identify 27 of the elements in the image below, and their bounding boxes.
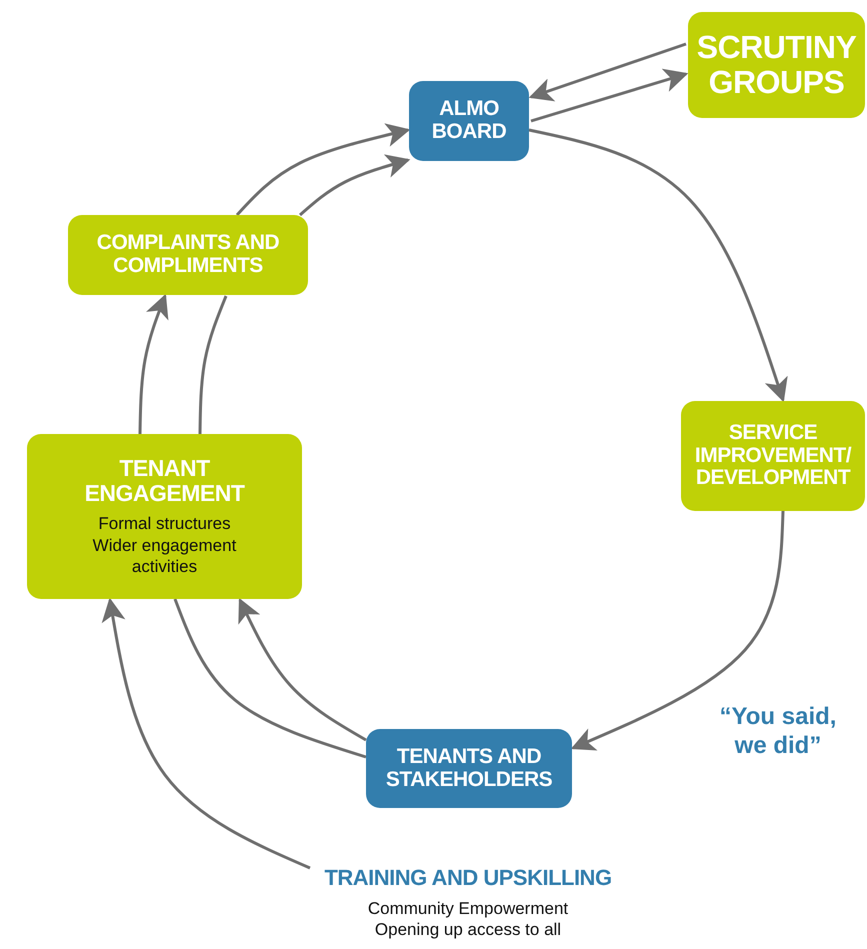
arrow xyxy=(236,123,410,216)
node-title: TENANTS AND STAKEHOLDERS xyxy=(384,746,554,792)
node-title: TENANT ENGAGEMENT xyxy=(84,456,246,506)
node-title: COMPLAINTS AND COMPLIMENTS xyxy=(96,232,280,278)
node-title: TRAINING AND UPSKILLING xyxy=(324,866,612,890)
arrow xyxy=(528,42,686,102)
arrow xyxy=(530,68,688,122)
node-title: SCRUTINY GROUPS xyxy=(696,30,856,100)
arrow xyxy=(238,598,367,742)
connector-line xyxy=(198,295,228,434)
process-box xyxy=(409,81,529,161)
arrow xyxy=(138,294,168,434)
node-title: ALMO BOARD xyxy=(430,98,508,144)
arrow xyxy=(570,510,784,751)
node-description: Community Empowerment Opening up access to all xyxy=(366,898,570,940)
arrow xyxy=(299,154,410,216)
process-box xyxy=(27,434,302,599)
node-title: SERVICE IMPROVEMENT/ DEVELOPMENT xyxy=(694,422,852,490)
slogan-text: “You said, we did” xyxy=(718,703,838,761)
process-box xyxy=(688,12,865,118)
node-description: Formal structures Wider engagement activities xyxy=(92,513,238,578)
arrow xyxy=(102,598,311,870)
process-box xyxy=(68,215,308,295)
process-box xyxy=(681,401,865,511)
connector-line xyxy=(174,598,366,758)
arrow xyxy=(528,128,788,402)
process-box xyxy=(366,729,572,808)
